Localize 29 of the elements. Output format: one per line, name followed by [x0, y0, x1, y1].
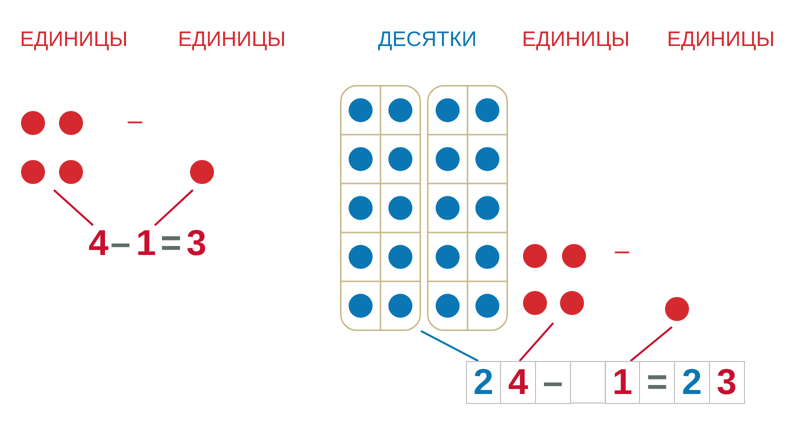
digit-cell: 2	[466, 361, 502, 404]
digit-cell: 1	[604, 361, 640, 404]
operator-cell: =	[639, 361, 675, 404]
digit: 1	[135, 225, 157, 262]
digit-cell: 4	[500, 361, 536, 404]
counter-dot-icon	[190, 160, 214, 184]
column-heading: ДЕСЯТКИ	[378, 29, 477, 50]
minus-sign: –	[109, 225, 132, 262]
column-heading: ЕДИНИЦЫ	[178, 29, 286, 50]
operator-cell: –	[535, 361, 571, 404]
counter-dot-icon	[665, 297, 689, 321]
column-heading: ЕДИНИЦЫ	[522, 29, 630, 50]
empty-cell	[570, 361, 606, 404]
column-heading: ЕДИНИЦЫ	[667, 29, 775, 50]
digit-cell: 3	[708, 361, 744, 404]
minus-sign: –	[614, 237, 630, 263]
equals-sign: =	[159, 225, 183, 262]
digit: 4	[88, 225, 110, 262]
column-heading: ЕДИНИЦЫ	[20, 29, 128, 50]
leader-line	[518, 322, 554, 362]
digit: 3	[185, 225, 208, 262]
digit-cell: 2	[674, 361, 710, 404]
leader-line	[53, 189, 94, 226]
counter-dots-icon	[523, 244, 586, 315]
minus-sign: –	[126, 107, 144, 133]
leader-line	[154, 189, 194, 226]
counter-dots-icon	[21, 111, 83, 184]
leader-line	[420, 330, 479, 362]
leader-line	[630, 326, 673, 362]
